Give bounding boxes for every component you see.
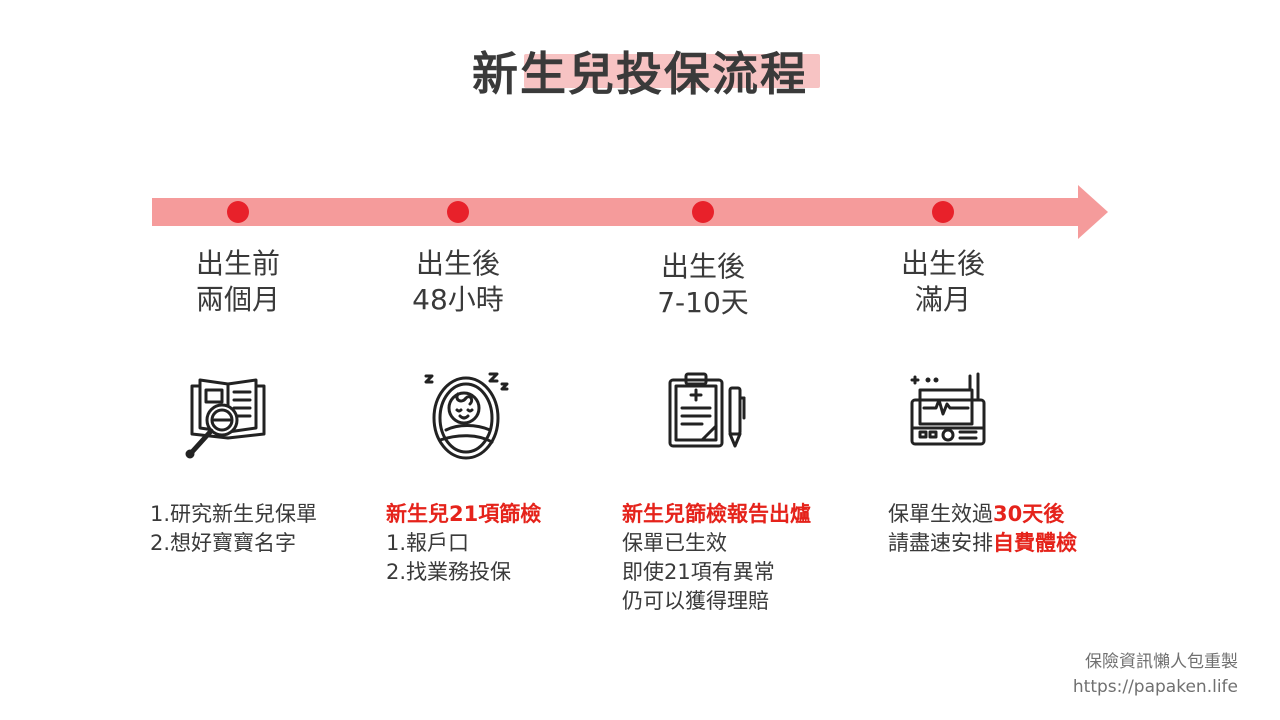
stage-label-line: 滿月	[914, 283, 971, 316]
stage-desc-line: 保單生效過30天後	[888, 500, 1077, 529]
stage-desc-text: 請盡速安排	[888, 531, 993, 555]
footer-source: 保險資訊懶人包重製	[1085, 652, 1238, 672]
stage-label-fullmonth: 出生後 滿月	[843, 246, 1043, 318]
stage-desc-highlight: 新生兒21項篩檢	[386, 502, 542, 526]
stage-desc-line: 2.想好寶寶名字	[150, 531, 297, 555]
stage-desc-line: 即使21項有異常	[622, 560, 775, 584]
title-area: 新生兒投保流程	[0, 38, 1280, 104]
sleeping-baby-icon	[424, 372, 509, 460]
stage-desc-highlight: 30天後	[993, 502, 1065, 526]
stage-label-48h: 出生後 48小時	[358, 246, 558, 318]
medical-clipboard-icon	[668, 372, 746, 448]
stage-desc-7-10days: 新生兒篩檢報告出爐 保單已生效 即使21項有異常 仍可以獲得理賠	[622, 500, 811, 616]
timeline-arrow-head	[1078, 185, 1108, 239]
stage-desc-line: 2.找業務投保	[386, 560, 512, 584]
footer-credit: 保險資訊懶人包重製 https://papaken.life	[1073, 650, 1238, 700]
stage-desc-line: 仍可以獲得理賠	[622, 589, 769, 613]
stage-desc-line: 1.研究新生兒保單	[150, 502, 318, 526]
stage-desc-prebirth: 1.研究新生兒保單 2.想好寶寶名字	[150, 500, 317, 558]
timeline-marker	[447, 201, 469, 223]
stage-desc-highlight: 自費體檢	[993, 531, 1077, 555]
stage-desc-48h: 新生兒21項篩檢 1.報戶口 2.找業務投保	[386, 500, 541, 587]
stage-desc-line: 保單已生效	[622, 531, 727, 555]
timeline	[152, 185, 1108, 239]
stage-desc-line: 1.報戶口	[386, 531, 470, 555]
stage-label-line: 7-10天	[657, 286, 749, 319]
medical-monitor-icon	[910, 372, 986, 446]
stage-label-line: 48小時	[412, 283, 504, 316]
timeline-marker	[692, 201, 714, 223]
research-document-magnifier-icon	[185, 378, 266, 459]
timeline-marker	[932, 201, 954, 223]
stage-label-line: 出生後	[660, 250, 745, 283]
stage-desc-line: 請盡速安排自費體檢	[888, 529, 1077, 558]
stage-desc-highlight: 新生兒篩檢報告出爐	[622, 502, 811, 526]
stage-label-line: 出生前	[195, 247, 280, 280]
stage-label-line: 兩個月	[195, 283, 280, 316]
page-title-text: 新生兒投保流程	[472, 47, 808, 101]
stage-label-prebirth: 出生前 兩個月	[138, 246, 338, 318]
timeline-marker	[227, 201, 249, 223]
stage-label-line: 出生後	[900, 247, 985, 280]
footer-url: https://papaken.life	[1072, 677, 1238, 697]
stage-desc-text: 保單生效過	[888, 502, 993, 526]
stage-label-7-10days: 出生後 7-10天	[603, 249, 803, 321]
stage-desc-fullmonth: 保單生效過30天後 請盡速安排自費體檢	[888, 500, 1077, 558]
page-title: 新生兒投保流程	[466, 38, 820, 104]
timeline-arrow-shaft	[152, 198, 1080, 226]
stage-label-line: 出生後	[415, 247, 500, 280]
